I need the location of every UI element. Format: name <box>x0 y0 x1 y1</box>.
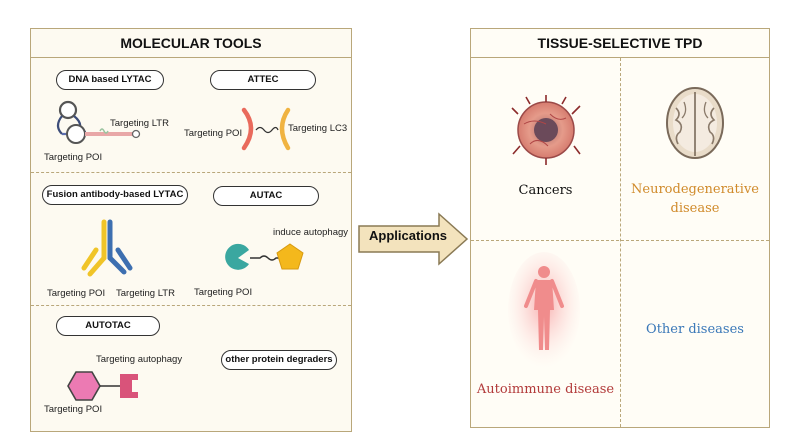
dna-lytac-icon <box>56 100 141 144</box>
other-diseases-label: Other diseases <box>646 322 744 337</box>
tissue-selective-tpd-title: TISSUE-SELECTIVE TPD <box>471 29 769 58</box>
autotac-icon <box>67 371 138 401</box>
dna-lytac-label-poi: Targeting POI <box>44 152 103 163</box>
autac-pill: AUTAC <box>213 186 319 206</box>
neurodegenerative-label: Neurodegenerative disease <box>620 180 770 218</box>
autotac-label-poi: Targeting POI <box>44 404 103 415</box>
fusion-lytac-pill: Fusion antibody-based LYTAC <box>42 185 188 205</box>
section-divider <box>31 305 351 306</box>
dna-lytac-label-ltr: Targeting LTR <box>110 118 169 129</box>
other-degraders-pill: other protein degraders <box>221 350 337 370</box>
brain-icon <box>666 87 724 159</box>
autotac-pill: AUTOTAC <box>56 316 160 336</box>
molecular-tools-panel: MOLECULAR TOOLS <box>30 28 352 432</box>
autotac-label-autophagy: Targeting autophagy <box>96 354 183 365</box>
grid-horizontal-divider <box>471 240 769 241</box>
applications-arrow <box>358 212 469 266</box>
attec-label-lc3: Targeting LC3 <box>288 123 348 134</box>
section-divider <box>31 172 351 173</box>
neurodegenerative-label-line1: Neurodegenerative <box>631 182 759 197</box>
molecular-tools-title: MOLECULAR TOOLS <box>31 29 351 58</box>
grid-vertical-divider <box>620 58 621 427</box>
attec-pill: ATTEC <box>210 70 316 90</box>
tissue-selective-tpd-panel: TISSUE-SELECTIVE TPD <box>470 28 770 428</box>
attec-label-poi: Targeting POI <box>184 128 243 139</box>
autoimmune-label: Autoimmune disease <box>476 382 615 397</box>
fusion-lytac-label-poi: Targeting POI <box>47 288 106 299</box>
cancers-label: Cancers <box>518 183 573 198</box>
applications-label: Applications <box>368 228 447 243</box>
autac-icon <box>225 243 304 270</box>
antibody-icon <box>81 219 133 277</box>
dna-lytac-pill: DNA based LYTAC <box>56 70 164 90</box>
fusion-lytac-label-ltr: Targeting LTR <box>116 288 175 299</box>
autac-label-autophagy: induce autophagy <box>273 227 349 238</box>
neurodegenerative-label-line2: disease <box>670 201 720 216</box>
tumor-icon <box>511 95 581 165</box>
autac-label-poi: Targeting POI <box>194 287 253 298</box>
attec-icon <box>241 107 291 151</box>
human-body-icon <box>508 252 580 368</box>
